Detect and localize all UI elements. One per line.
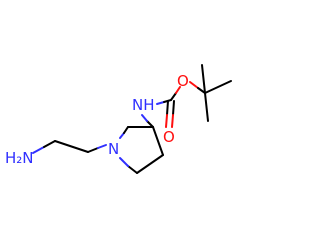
bond-ethyl-cc xyxy=(54,140,89,153)
bond-carbonyl-ether-c-half xyxy=(170,92,177,101)
carbonyl-oxygen-label: O xyxy=(163,128,175,146)
bond-c5-ringn-c-half xyxy=(127,165,138,174)
ring-nitrogen-label: N xyxy=(108,140,119,158)
bond-carbonyl-double-1-c-half xyxy=(166,100,169,116)
bond-ether-quat-c-half xyxy=(197,87,206,94)
bond-quat-methyl-right xyxy=(204,80,232,94)
bond-c3-c4 xyxy=(152,126,164,156)
bond-quat-methyl-up xyxy=(201,64,206,94)
bond-carbonyl-double-1-o-half xyxy=(165,114,168,128)
bond-c3-nh-n-half xyxy=(141,114,148,122)
bond-carbonyl-double-2-o-half xyxy=(171,114,174,128)
bond-c4-c5 xyxy=(136,154,164,174)
bond-ringn-c2-c-half xyxy=(123,126,129,134)
bond-amine-n-half xyxy=(32,146,45,154)
amine-nitrogen-label: H₂N xyxy=(5,149,34,167)
bond-ringn-c2-n-half xyxy=(119,132,125,139)
bond-amine-c-half xyxy=(43,140,56,148)
bond-carbonyl-ether-o-half xyxy=(175,86,181,94)
bond-carbonyl-double-2-c-half xyxy=(172,100,175,116)
bond-ethyl-ringn-n-half xyxy=(97,144,107,149)
bond-c3-nh-c-half xyxy=(146,120,154,128)
bond-quat-methyl-down xyxy=(204,92,209,122)
bond-ether-quat-o-half xyxy=(189,81,199,89)
carbamate-nh-label: NH xyxy=(132,96,155,114)
ether-oxygen-label: O xyxy=(177,72,189,90)
bond-nh-carbonyl-n-half xyxy=(156,101,165,105)
bond-c5-ringn-n-half xyxy=(119,157,129,167)
molecule-structure-diagram: H₂N N NH O O xyxy=(5,64,232,174)
bond-ethyl-ringn-c-half xyxy=(87,147,99,153)
